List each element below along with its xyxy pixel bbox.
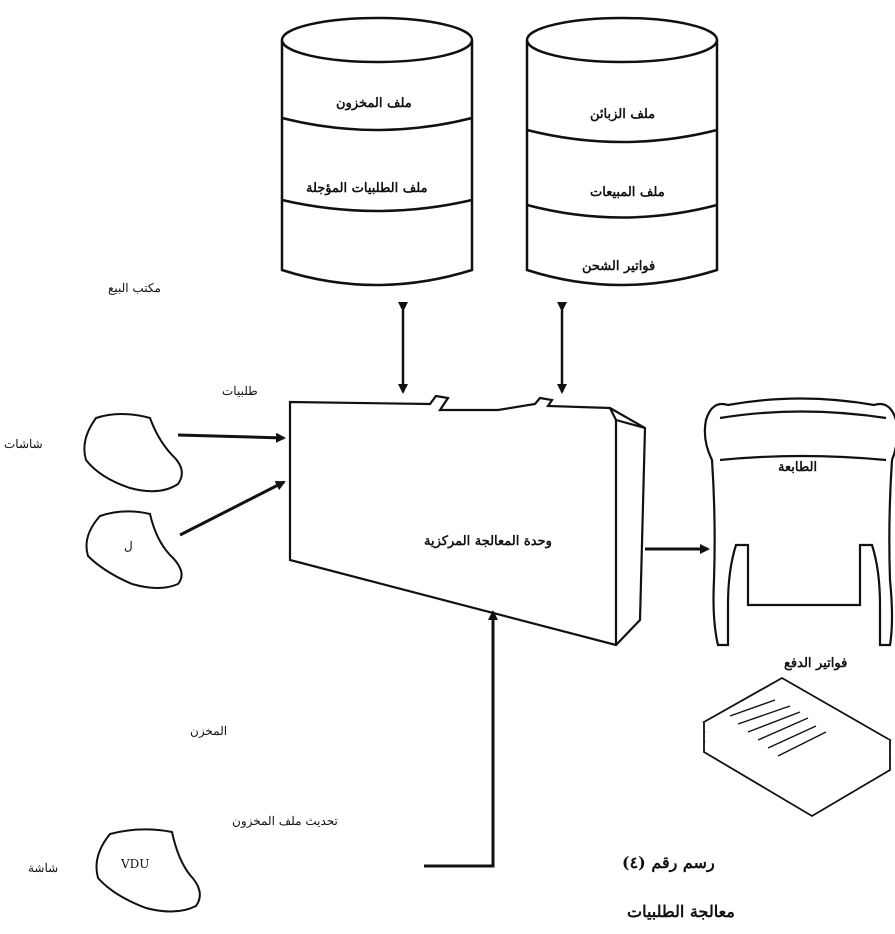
arrow-terminal1-cpu	[177, 432, 286, 443]
disk-left-cylinder	[280, 16, 474, 287]
screen-label: شاشة	[28, 861, 59, 875]
printer	[703, 397, 895, 647]
orders-label: طلبيات	[222, 384, 258, 398]
paper-stack	[702, 676, 892, 818]
warehouse-label: المخزن	[190, 724, 228, 738]
disk-right-label-1: ملف الزبائن	[590, 107, 656, 122]
arrow-warehouse-cpu	[424, 610, 498, 868]
figure-number-caption: رسم رقم (٤)	[622, 853, 715, 872]
screens-label: شاشات	[4, 437, 43, 451]
payment-invoices-label: فواتير الدفع	[784, 656, 848, 671]
terminal-1	[83, 413, 183, 493]
disk-right-label-3: فواتير الشحن	[582, 259, 656, 274]
terminal-2	[85, 510, 183, 589]
disk-left-label-2: ملف الطلبيات المؤجلة	[306, 181, 428, 196]
vdu-terminal	[95, 828, 201, 913]
cpu-box	[288, 394, 647, 647]
disk-left-label-1: ملف المخزون	[336, 96, 412, 111]
arrow-terminal2-cpu	[179, 480, 286, 537]
printer-label: الطابعة	[778, 460, 818, 475]
disk-right-cylinder	[525, 16, 719, 287]
cpu-label: وحدة المعالجة المركزية	[424, 534, 552, 549]
small-screen-letter: ل	[124, 539, 133, 553]
figure-title-caption: معالجة الطلبيات	[627, 902, 735, 921]
disk-right-label-2: ملف المبيعات	[590, 185, 665, 200]
vdu-label: VDU	[121, 857, 150, 871]
sales-office-label: مكتب البيع	[108, 281, 161, 295]
update-inventory-label: تحديث ملف المخزون	[232, 814, 338, 828]
